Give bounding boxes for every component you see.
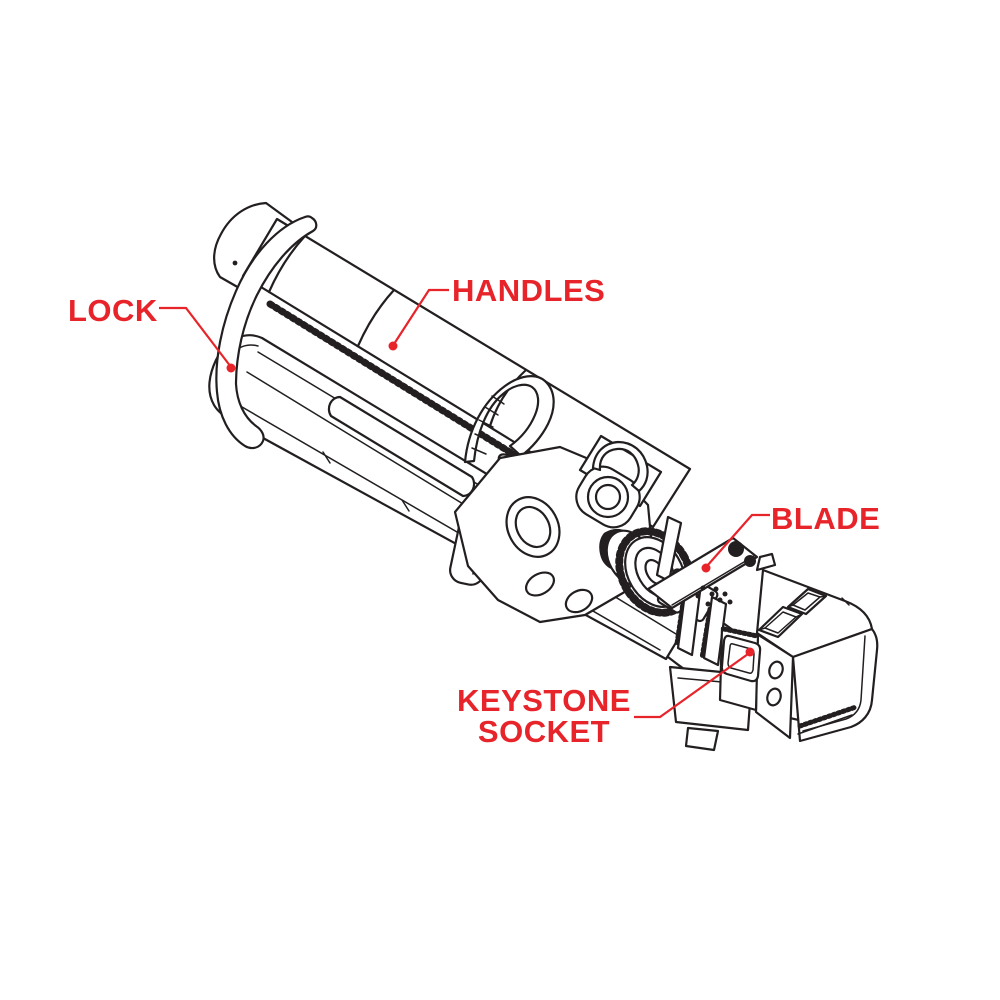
- keystone-socket-leader-dot: [745, 647, 755, 657]
- pawl-hook: [591, 440, 649, 493]
- handle-section-line: [267, 234, 307, 294]
- face-hole: [766, 687, 782, 707]
- handles-leader-line: [393, 288, 449, 345]
- hand-strap: [463, 375, 555, 464]
- pivot-plate: [453, 434, 663, 624]
- head-inner-rim: [802, 635, 866, 732]
- head-floor-line: [797, 714, 853, 735]
- keystone-head: [718, 552, 879, 743]
- handles-leader-dot: [388, 341, 398, 351]
- tool-drawing: [208, 201, 879, 752]
- blade-label: BLADE: [771, 501, 880, 536]
- blade-screw: [744, 555, 756, 567]
- keystone-socket-label-line2: SOCKET: [478, 714, 610, 749]
- shading-hatch: [266, 300, 564, 487]
- blade-screw: [728, 541, 744, 557]
- oval-hole: [524, 571, 556, 597]
- foot-tab: [684, 726, 720, 752]
- handles-label: HANDLES: [452, 273, 605, 308]
- head-edge-tick: [841, 597, 850, 606]
- keystone-socket-label-line1: KEYSTONE: [457, 683, 631, 718]
- oval-hole: [564, 588, 594, 614]
- keystone-socket-leader-line: [634, 653, 749, 719]
- pivot-hole-inner: [514, 505, 552, 549]
- keystone-port: [786, 587, 828, 616]
- blade-plate: [646, 536, 759, 610]
- head-floor-hatch: [797, 704, 859, 729]
- crimp-ribs: [674, 583, 728, 667]
- socket-block-hatch: [721, 626, 760, 639]
- lower-handle-slot: [327, 395, 476, 498]
- keystone-port: [757, 605, 804, 639]
- port-chamfer: [758, 613, 803, 631]
- upper-handle: [213, 201, 692, 539]
- lock-leader-line: [159, 306, 232, 368]
- blade-assembly: [646, 515, 759, 610]
- face-hole: [768, 660, 784, 680]
- blade-edge-line: [671, 555, 755, 606]
- handle-section-line: [488, 368, 528, 428]
- cap-pin: [232, 260, 238, 266]
- port-chamfer: [787, 595, 827, 608]
- pivot-bolt-outer: [586, 475, 630, 519]
- lock-label: LOCK: [68, 293, 158, 328]
- head-back-tab: [755, 552, 777, 572]
- annotations: LOCK HANDLES BLADE KEYSTONE SOCKET: [68, 273, 880, 749]
- lock-leader-dot: [226, 363, 236, 373]
- contact-speckles: [695, 585, 733, 607]
- lock-bail: [215, 215, 318, 450]
- hand-strap-band: [463, 375, 555, 464]
- strap-hatch: [471, 395, 505, 455]
- blade-leader-dot: [701, 563, 711, 573]
- pivot-bolt-inner: [594, 483, 622, 511]
- notch-ticks: [322, 451, 410, 512]
- blade-leader-line: [706, 513, 770, 567]
- handle-section-line: [356, 288, 396, 348]
